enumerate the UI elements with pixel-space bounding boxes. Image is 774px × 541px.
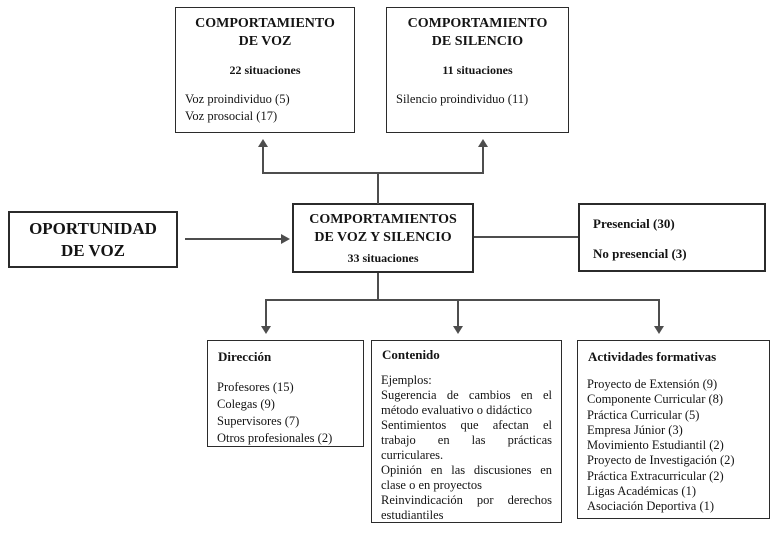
arrowhead-down-to-contenido-icon: [453, 326, 463, 334]
box-central-title-line1: COMPORTAMIENTOS: [309, 212, 457, 227]
connector-central-down-stem: [377, 273, 379, 301]
list-item: Voz prosocial (17): [185, 108, 278, 123]
box-direccion: Dirección Profesores (15) Colegas (9) Su…: [207, 340, 364, 447]
presencial-item: Presencial (30): [593, 216, 675, 231]
list-item: Silencio proindividuo (11): [396, 91, 529, 106]
contenido-intro: Ejemplos:: [381, 373, 432, 387]
connector-central-to-presencial: [474, 236, 578, 238]
box-comportamiento-de-silencio: COMPORTAMIENTO DE SILENCIO 11 situacione…: [386, 7, 569, 133]
list-item: Práctica Extracurricular (2): [587, 468, 724, 483]
box-central-title: COMPORTAMIENTOS DE VOZ Y SILENCIO: [294, 205, 472, 248]
list-item: Ligas Académicas (1): [587, 483, 696, 498]
box-voz-title: COMPORTAMIENTO DE VOZ: [176, 8, 354, 52]
box-direccion-title: Dirección: [218, 349, 272, 364]
list-item: Colegas (9): [217, 397, 275, 411]
box-oportunidad-title-line1: OPORTUNIDAD: [29, 219, 157, 238]
list-item: Asociación Deportiva (1): [587, 499, 715, 513]
box-central-title-line2: DE VOZ Y SILENCIO: [314, 230, 452, 246]
list-item: Supervisores (7): [217, 414, 300, 428]
box-voz-title-line2: DE VOZ: [238, 34, 292, 50]
box-voz-title-line1: COMPORTAMIENTO: [195, 16, 335, 31]
box-silencio-title-line1: COMPORTAMIENTO: [407, 16, 548, 31]
arrowhead-down-to-actividades-icon: [654, 326, 664, 334]
list-item: Empresa Júnior (3): [587, 422, 683, 437]
arrowhead-down-to-direccion-icon: [261, 326, 271, 334]
box-silencio-title-line2: DE SILENCIO: [431, 34, 524, 50]
box-contenido-body: Ejemplos: Sugerencia de cambios en el mé…: [372, 373, 561, 523]
list-item: Proyecto de Investigación (2): [587, 453, 735, 468]
box-presencial: Presencial (30) No presencial (3): [578, 203, 766, 272]
arrowhead-right-to-central-icon: [281, 234, 290, 244]
box-oportunidad-de-voz: OPORTUNIDAD DE VOZ: [8, 211, 178, 268]
box-voz-list: Voz proindividuo (5) Voz prosocial (17): [176, 91, 354, 125]
contenido-example: Sugerencia de cambios en el método evalu…: [381, 388, 552, 417]
connector-down-right-vertical: [658, 299, 660, 326]
contenido-example: Reinvindicación por derechos estudiantil…: [381, 493, 552, 522]
list-item: Profesores (15): [217, 380, 294, 394]
contenido-example: Sentimientos que afectan el trabajo en l…: [381, 418, 552, 462]
box-contenido-title: Contenido: [382, 347, 440, 362]
connector-central-up-stem: [377, 172, 379, 204]
box-central-count: 33 situaciones: [347, 250, 419, 265]
list-item: Práctica Curricular (5): [587, 407, 700, 422]
box-silencio-count: 11 situaciones: [442, 62, 513, 77]
box-oportunidad-title: OPORTUNIDAD DE VOZ: [10, 213, 176, 262]
connector-up-right-vertical: [482, 146, 484, 173]
box-contenido: Contenido Ejemplos: Sugerencia de cambio…: [371, 340, 562, 523]
box-actividades-list: Proyecto de Extensión (9) Componente Cur…: [578, 377, 769, 514]
connector-up-left-vertical: [262, 146, 264, 173]
box-voz-count: 22 situaciones: [229, 62, 301, 77]
no-presencial-item: No presencial (3): [593, 246, 687, 261]
box-oportunidad-title-line2: DE VOZ: [60, 241, 126, 261]
box-actividades-title: Actividades formativas: [588, 349, 717, 364]
box-actividades-formativas: Actividades formativas Proyecto de Exten…: [577, 340, 770, 519]
list-item: Componente Curricular (8): [587, 392, 724, 407]
box-comportamientos-voz-y-silencio: COMPORTAMIENTOS DE VOZ Y SILENCIO 33 sit…: [292, 203, 474, 273]
list-item: Voz proindividuo (5): [185, 91, 290, 106]
connector-up-horizontal: [262, 172, 484, 174]
arrowhead-up-to-voz-icon: [258, 139, 268, 147]
connector-down-middle-vertical: [457, 299, 459, 326]
list-item: Proyecto de Extensión (9): [587, 377, 718, 391]
connector-down-left-vertical: [265, 299, 267, 326]
arrowhead-up-to-silencio-icon: [478, 139, 488, 147]
contenido-example: Opinión en las discusiones en clase o en…: [381, 463, 552, 492]
connector-oportunidad-to-central: [185, 238, 282, 240]
box-silencio-title: COMPORTAMIENTO DE SILENCIO: [387, 8, 568, 52]
connector-down-horizontal: [265, 299, 660, 301]
list-item: Movimiento Estudiantil (2): [587, 438, 724, 452]
list-item: Otros profesionales (2): [217, 431, 333, 445]
box-silencio-list: Silencio proindividuo (11): [387, 91, 568, 108]
box-direccion-list: Profesores (15) Colegas (9) Supervisores…: [208, 379, 363, 447]
box-comportamiento-de-voz: COMPORTAMIENTO DE VOZ 22 situaciones Voz…: [175, 7, 355, 133]
